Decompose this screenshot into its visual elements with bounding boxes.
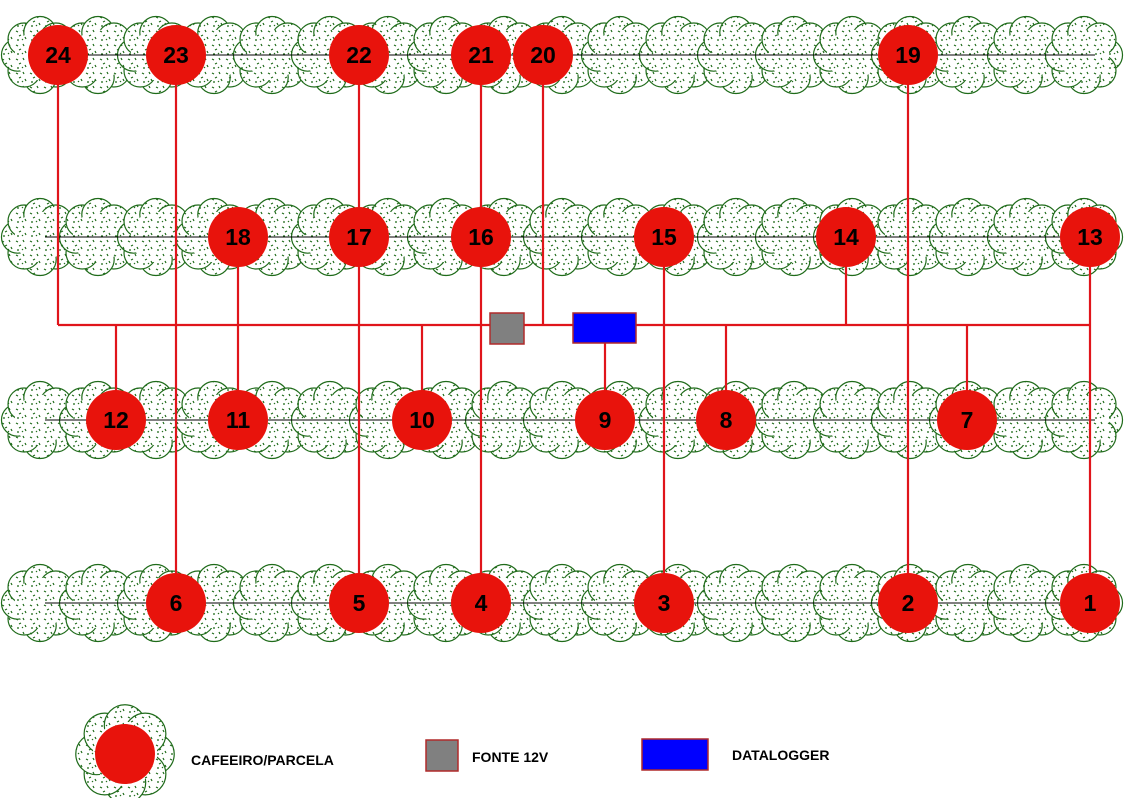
legend-plant-symbol	[75, 704, 175, 798]
parcel-label: 20	[530, 42, 556, 68]
parcel-label: 21	[468, 42, 494, 68]
parcel-marker	[1060, 207, 1120, 267]
parcel-marker	[208, 390, 268, 450]
parcel-marker	[1060, 573, 1120, 633]
legend: CAFEEIRO/PARCELA FONTE 12V DATALOGGER	[75, 704, 829, 798]
power-supply-box	[489, 312, 525, 345]
legend-parcel-marker	[95, 724, 155, 784]
parcel-label: 24	[45, 42, 71, 68]
plant-row-2	[0, 197, 1124, 277]
parcel-marker	[878, 25, 938, 85]
parcel-marker	[86, 390, 146, 450]
parcel-17: 17	[329, 207, 389, 267]
coffee-bush	[116, 197, 196, 277]
parcel-label: 10	[409, 407, 435, 433]
parcel-19: 19	[878, 25, 938, 85]
parcel-label: 16	[468, 224, 494, 250]
datalogger-box	[572, 312, 637, 344]
parcel-18: 18	[208, 207, 268, 267]
parcel-marker	[451, 207, 511, 267]
parcel-label: 13	[1077, 224, 1103, 250]
parcel-14: 14	[816, 207, 876, 267]
parcel-marker	[146, 25, 206, 85]
coffee-bush	[0, 380, 80, 460]
parcel-13: 13	[1060, 207, 1120, 267]
parcel-label: 4	[475, 590, 488, 616]
parcel-3: 3	[634, 573, 694, 633]
parcel-label: 9	[599, 407, 612, 433]
legend-power-label: FONTE 12V	[472, 749, 549, 765]
parcel-4: 4	[451, 573, 511, 633]
parcel-marker	[696, 390, 756, 450]
parcel-label: 3	[658, 590, 671, 616]
legend-plant-label: CAFEEIRO/PARCELA	[191, 752, 334, 768]
parcel-label: 5	[353, 590, 366, 616]
parcel-16: 16	[451, 207, 511, 267]
parcel-22: 22	[329, 25, 389, 85]
coffee-bush	[0, 197, 80, 277]
parcel-marker	[329, 25, 389, 85]
parcel-9: 9	[575, 390, 635, 450]
parcel-marker	[329, 207, 389, 267]
parcel-label: 1	[1084, 590, 1097, 616]
parcel-marker	[937, 390, 997, 450]
parcel-marker	[878, 573, 938, 633]
coffee-rows	[0, 15, 1124, 643]
parcel-label: 23	[163, 42, 189, 68]
parcel-label: 11	[226, 407, 251, 433]
parcel-marker	[634, 207, 694, 267]
legend-power-symbol	[425, 739, 459, 772]
parcel-label: 7	[961, 407, 974, 433]
parcel-marker	[451, 25, 511, 85]
parcel-label: 19	[895, 42, 921, 68]
parcel-8: 8	[696, 390, 756, 450]
parcel-21: 21	[451, 25, 511, 85]
parcel-marker	[208, 207, 268, 267]
parcel-marker	[392, 390, 452, 450]
parcel-label: 14	[833, 224, 859, 250]
parcel-marker	[513, 25, 573, 85]
legend-logger-label: DATALOGGER	[732, 747, 829, 763]
parcel-marker	[575, 390, 635, 450]
parcel-marker	[146, 573, 206, 633]
legend-logger-symbol	[641, 738, 709, 771]
parcel-7: 7	[937, 390, 997, 450]
parcel-6: 6	[146, 573, 206, 633]
parcel-label: 2	[902, 590, 915, 616]
parcel-marker	[329, 573, 389, 633]
parcel-5: 5	[329, 573, 389, 633]
parcel-23: 23	[146, 25, 206, 85]
parcel-label: 6	[170, 590, 183, 616]
parcel-2: 2	[878, 573, 938, 633]
parcel-12: 12	[86, 390, 146, 450]
parcel-1: 1	[1060, 573, 1120, 633]
parcel-label: 22	[346, 42, 372, 68]
parcel-label: 8	[720, 407, 733, 433]
coffee-bush	[580, 563, 660, 643]
parcel-marker	[816, 207, 876, 267]
parcel-marker	[634, 573, 694, 633]
parcel-label: 17	[346, 224, 372, 250]
parcel-label: 18	[225, 224, 251, 250]
parcel-20: 20	[513, 25, 573, 85]
parcel-11: 11	[208, 390, 268, 450]
parcel-10: 10	[392, 390, 452, 450]
parcel-15: 15	[634, 207, 694, 267]
parcel-marker	[28, 25, 88, 85]
parcel-label: 15	[651, 224, 677, 250]
parcel-marker	[451, 573, 511, 633]
parcel-24: 24	[28, 25, 88, 85]
parcel-label: 12	[103, 407, 129, 433]
